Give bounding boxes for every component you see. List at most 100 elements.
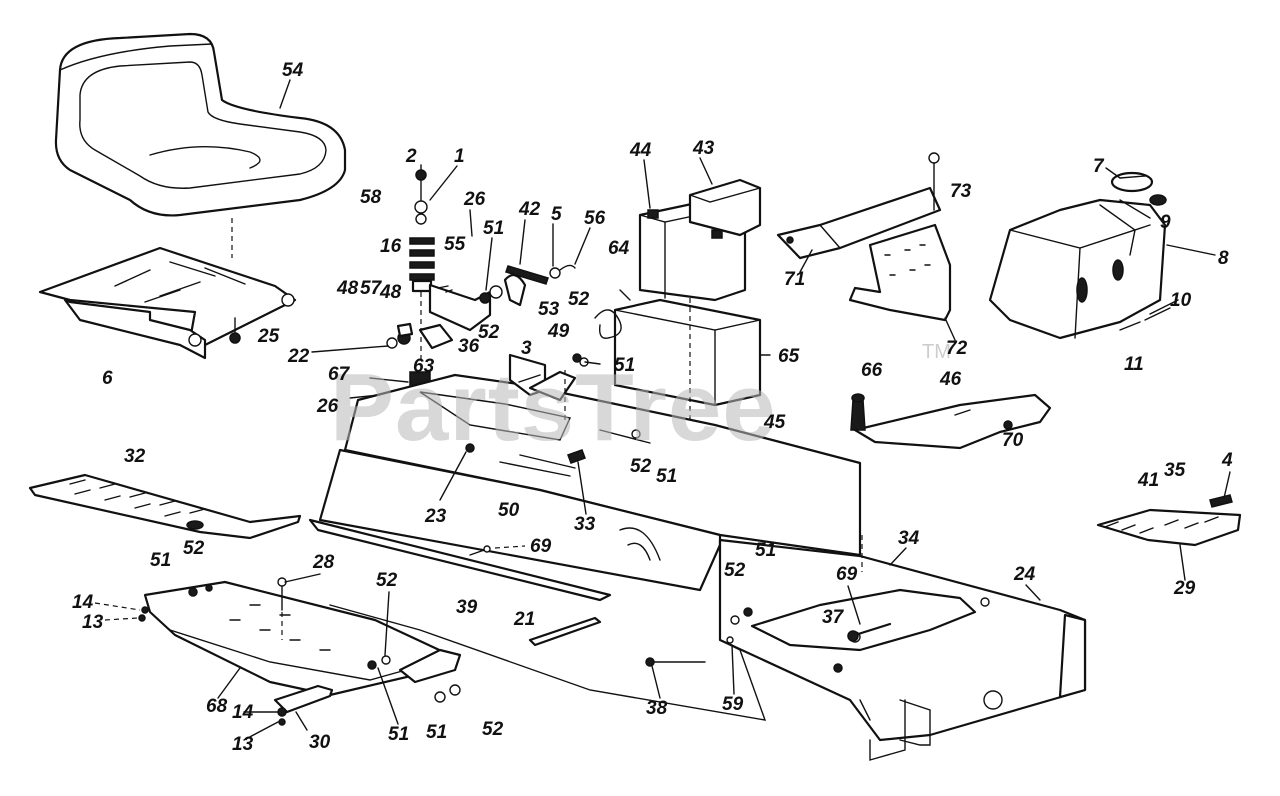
washer-52c — [631, 429, 641, 439]
bolt-73 — [928, 152, 940, 211]
rod-21 — [528, 616, 602, 647]
callout-59: 59 — [722, 694, 744, 715]
knob-66 — [850, 393, 866, 431]
plate-46 — [853, 393, 1052, 450]
lever-rod-42 — [503, 264, 576, 307]
callout-49: 49 — [547, 321, 570, 342]
fuel-tank — [988, 198, 1167, 340]
callout-43: 43 — [692, 138, 715, 159]
callout-53: 53 — [538, 299, 560, 320]
pivot-bracket — [508, 353, 589, 420]
callout-72: 72 — [946, 338, 968, 359]
callout-33: 33 — [574, 514, 596, 535]
callout-25: 25 — [257, 326, 280, 347]
bracket-72 — [848, 223, 952, 322]
callout-2: 2 — [405, 146, 417, 167]
callout-52: 52 — [568, 289, 590, 310]
callout-labels: 54 2 1 58 16 26 51 55 42 5 56 44 43 7 73… — [72, 60, 1233, 755]
callout-51: 51 — [388, 724, 409, 745]
watermark-logo: PartsTree — [330, 354, 777, 461]
seat — [54, 32, 347, 217]
callout-42: 42 — [518, 199, 541, 220]
callout-23: 23 — [424, 506, 447, 527]
bracket-71 — [776, 186, 942, 260]
callout-51: 51 — [755, 540, 776, 561]
callout-8: 8 — [1218, 248, 1229, 269]
callout-13: 13 — [232, 734, 254, 755]
callout-9: 9 — [1160, 212, 1171, 233]
callout-66: 66 — [861, 360, 883, 381]
pedal-30 — [273, 684, 334, 726]
spring-assembly — [409, 164, 435, 293]
callout-46: 46 — [939, 369, 962, 390]
nut-52f-51e — [726, 607, 753, 644]
callout-51: 51 — [150, 550, 171, 571]
bolt-25 — [229, 317, 241, 344]
callout-71: 71 — [784, 269, 805, 290]
footrest-32 — [28, 473, 302, 540]
callout-64: 64 — [608, 238, 630, 259]
callout-41: 41 — [1137, 470, 1159, 491]
callout-51: 51 — [614, 355, 635, 376]
callout-14: 14 — [72, 592, 94, 613]
callout-55: 55 — [444, 234, 466, 255]
callout-34: 34 — [898, 528, 920, 549]
callout-38: 38 — [646, 698, 668, 719]
main-frame — [308, 373, 1087, 761]
callout-leaders — [217, 79, 1231, 741]
watermark-trademark: TM — [922, 341, 951, 363]
callout-68: 68 — [206, 696, 228, 717]
bolt-38 — [645, 657, 706, 667]
seat-mounting-plate — [38, 246, 297, 360]
callout-52: 52 — [482, 719, 504, 740]
cable-64 — [594, 289, 631, 339]
callout-56: 56 — [584, 208, 606, 229]
mounting-plate-29 — [1096, 494, 1242, 547]
callout-11: 11 — [1124, 354, 1144, 375]
callout-30: 30 — [309, 732, 331, 753]
fasteners-13-14 — [94, 602, 149, 622]
callout-57: 57 — [360, 278, 383, 299]
link-63 — [386, 322, 454, 350]
callout-52: 52 — [478, 322, 500, 343]
bolt-69a — [469, 545, 526, 556]
callout-37: 37 — [822, 607, 845, 628]
callout-26: 26 — [316, 396, 339, 417]
nut-51g-52g — [434, 684, 461, 703]
callout-29: 29 — [1173, 578, 1196, 599]
callout-4: 4 — [1221, 450, 1233, 471]
callout-51: 51 — [426, 722, 447, 743]
washer-52e — [381, 655, 391, 665]
callout-52: 52 — [630, 456, 652, 477]
callout-67: 67 — [328, 364, 351, 385]
callout-14: 14 — [232, 702, 254, 723]
battery-tray — [613, 298, 762, 440]
bolt-23 — [465, 443, 475, 453]
nut-51e — [367, 660, 377, 670]
callout-52: 52 — [183, 538, 205, 559]
fuel-cap — [1110, 171, 1167, 206]
callout-3: 3 — [521, 338, 532, 359]
seat-switch-bracket — [428, 283, 503, 332]
callout-54: 54 — [282, 60, 304, 81]
callout-48: 48 — [336, 278, 359, 299]
callout-69: 69 — [530, 536, 552, 557]
callout-16: 16 — [380, 236, 402, 257]
callout-13: 13 — [82, 612, 104, 633]
callout-48: 48 — [379, 282, 402, 303]
callout-32: 32 — [124, 446, 146, 467]
callout-10: 10 — [1170, 290, 1192, 311]
callout-50: 50 — [498, 500, 520, 521]
callout-73: 73 — [950, 181, 972, 202]
callout-28: 28 — [312, 552, 335, 573]
callout-45: 45 — [763, 412, 786, 433]
callout-35: 35 — [1164, 460, 1186, 481]
callout-39: 39 — [456, 597, 478, 618]
screw-10-11 — [1119, 307, 1171, 331]
callout-21: 21 — [513, 609, 535, 630]
callout-65: 65 — [778, 346, 800, 367]
axle-bolt-69b — [847, 622, 892, 642]
callout-1: 1 — [454, 146, 465, 167]
